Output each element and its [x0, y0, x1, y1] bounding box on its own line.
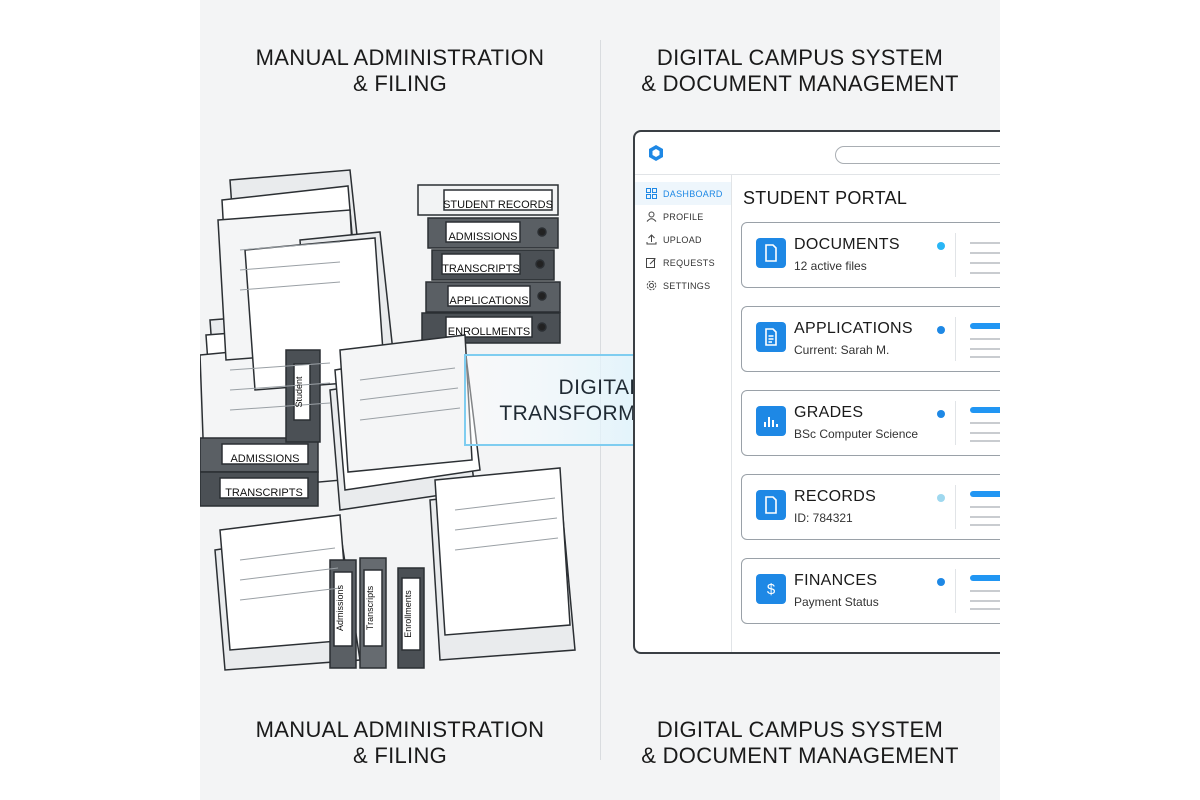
status-dot	[937, 578, 945, 586]
heading-line: DIGITAL CAMPUS SYSTEM	[656, 717, 944, 742]
paper-stack	[329, 334, 481, 511]
arrow-label-line: DIGITAL	[558, 376, 642, 399]
binder-label: STUDENT RECORDS	[443, 199, 553, 211]
sidebar-item-settings[interactable]: SETTINGS	[635, 274, 731, 297]
card-divider	[955, 485, 956, 529]
card-title: RECORDS	[794, 488, 877, 505]
grid-icon	[646, 188, 657, 199]
card-title: FINANCES	[794, 572, 878, 589]
card-subtitle: ID: 784321	[794, 511, 853, 525]
sidebar-item-requests[interactable]: REQUESTS	[635, 251, 731, 274]
digital-heading-bottom: DIGITAL CAMPUS SYSTEM & DOCUMENT MANAGEM…	[600, 717, 1000, 769]
card-title: GRADES	[794, 404, 864, 421]
binder-label: ADMISSIONS	[230, 453, 299, 465]
heading-line: MANUAL ADMINISTRATION	[255, 45, 545, 70]
gear-icon	[646, 280, 657, 291]
binder-label: ADMISSIONS	[448, 231, 517, 243]
heading-line: DIGITAL CAMPUS SYSTEM	[656, 45, 944, 70]
heading-line: & DOCUMENT MANAGEMENT	[641, 743, 959, 768]
heading-line: & FILING	[352, 743, 448, 768]
paper-stack	[214, 514, 361, 671]
illustration-canvas: MANUAL ADMINISTRATION & FILING DIGITAL C…	[200, 0, 1000, 800]
binder-spine-label: Admissions	[335, 584, 345, 631]
document-icon	[756, 490, 786, 520]
dollar-icon: $	[756, 574, 786, 604]
edit-icon	[646, 257, 657, 268]
portal-sidebar: DASHBOARD PROFILE UPLOAD REQUESTS SETTINGS	[635, 174, 732, 652]
card-divider	[955, 569, 956, 613]
sidebar-item-label: SETTINGS	[663, 280, 711, 291]
card-records[interactable]: RECORDS ID: 784321	[741, 474, 1000, 540]
paper-stack	[429, 467, 576, 661]
card-finances[interactable]: $ FINANCES Payment Status	[741, 558, 1000, 624]
bar-chart-icon	[756, 406, 786, 436]
card-preview-lines	[970, 575, 1000, 610]
card-subtitle: BSc Computer Science	[794, 427, 919, 441]
portal-title: STUDENT PORTAL	[743, 188, 908, 208]
card-title: APPLICATIONS	[794, 320, 913, 337]
card-subtitle: 12 active files	[794, 259, 867, 273]
card-title: DOCUMENTS	[794, 236, 900, 253]
sidebar-item-label: UPLOAD	[663, 234, 702, 245]
portal-topbar	[635, 132, 1000, 175]
status-dot	[937, 242, 945, 250]
document-icon	[756, 238, 786, 268]
heading-line: & FILING	[352, 71, 448, 96]
form-icon	[756, 322, 786, 352]
binder-label: TRANSCRIPTS	[442, 263, 520, 275]
sidebar-item-upload[interactable]: UPLOAD	[635, 228, 731, 251]
card-preview-lines	[970, 323, 1000, 358]
binder-spine-label: Enrollments	[403, 590, 413, 638]
search-input[interactable]	[835, 146, 1000, 164]
upload-icon	[646, 234, 657, 245]
heading-line: MANUAL ADMINISTRATION	[255, 717, 545, 742]
binder-label: APPLICATIONS	[449, 295, 528, 307]
sidebar-item-label: PROFILE	[663, 211, 704, 222]
card-preview-lines	[970, 407, 1000, 442]
card-divider	[955, 401, 956, 445]
binder-spine-label: Transcripts	[365, 585, 375, 630]
svg-text:$: $	[767, 581, 776, 598]
sidebar-item-label: REQUESTS	[663, 257, 715, 268]
manual-heading-top: MANUAL ADMINISTRATION & FILING	[200, 45, 600, 97]
card-preview-lines	[970, 242, 1000, 274]
card-subtitle: Payment Status	[794, 595, 879, 609]
sidebar-item-profile[interactable]: PROFILE	[635, 205, 731, 228]
status-dot	[937, 326, 945, 334]
card-documents[interactable]: DOCUMENTS 12 active files	[741, 222, 1000, 288]
binder-label: ENROLLMENTS	[448, 326, 531, 338]
sidebar-item-dashboard[interactable]: DASHBOARD	[635, 182, 731, 205]
card-applications[interactable]: APPLICATIONS Current: Sarah M.	[741, 306, 1000, 372]
status-dot	[937, 494, 945, 502]
heading-line: & DOCUMENT MANAGEMENT	[641, 71, 959, 96]
digital-heading-top: DIGITAL CAMPUS SYSTEM & DOCUMENT MANAGEM…	[600, 45, 1000, 97]
student-portal-window: DASHBOARD PROFILE UPLOAD REQUESTS SETTINGS S…	[633, 130, 1000, 654]
card-grades[interactable]: GRADES BSc Computer Science	[741, 390, 1000, 456]
card-divider	[955, 317, 956, 361]
status-dot	[937, 410, 945, 418]
binder-spine-label: Student	[294, 376, 304, 408]
card-preview-lines	[970, 491, 1000, 526]
sidebar-item-label: DASHBOARD	[663, 188, 723, 199]
card-subtitle: Current: Sarah M.	[794, 343, 890, 357]
app-logo-icon	[649, 145, 663, 161]
card-divider	[955, 233, 956, 277]
user-icon	[646, 211, 657, 222]
paper-pile-illustration: STUDENT RECORDS ADMISSIONS TRANSCRIPTS APPL…	[200, 120, 620, 680]
binder-label: TRANSCRIPTS	[225, 487, 303, 499]
manual-heading-bottom: MANUAL ADMINISTRATION & FILING	[200, 717, 600, 769]
